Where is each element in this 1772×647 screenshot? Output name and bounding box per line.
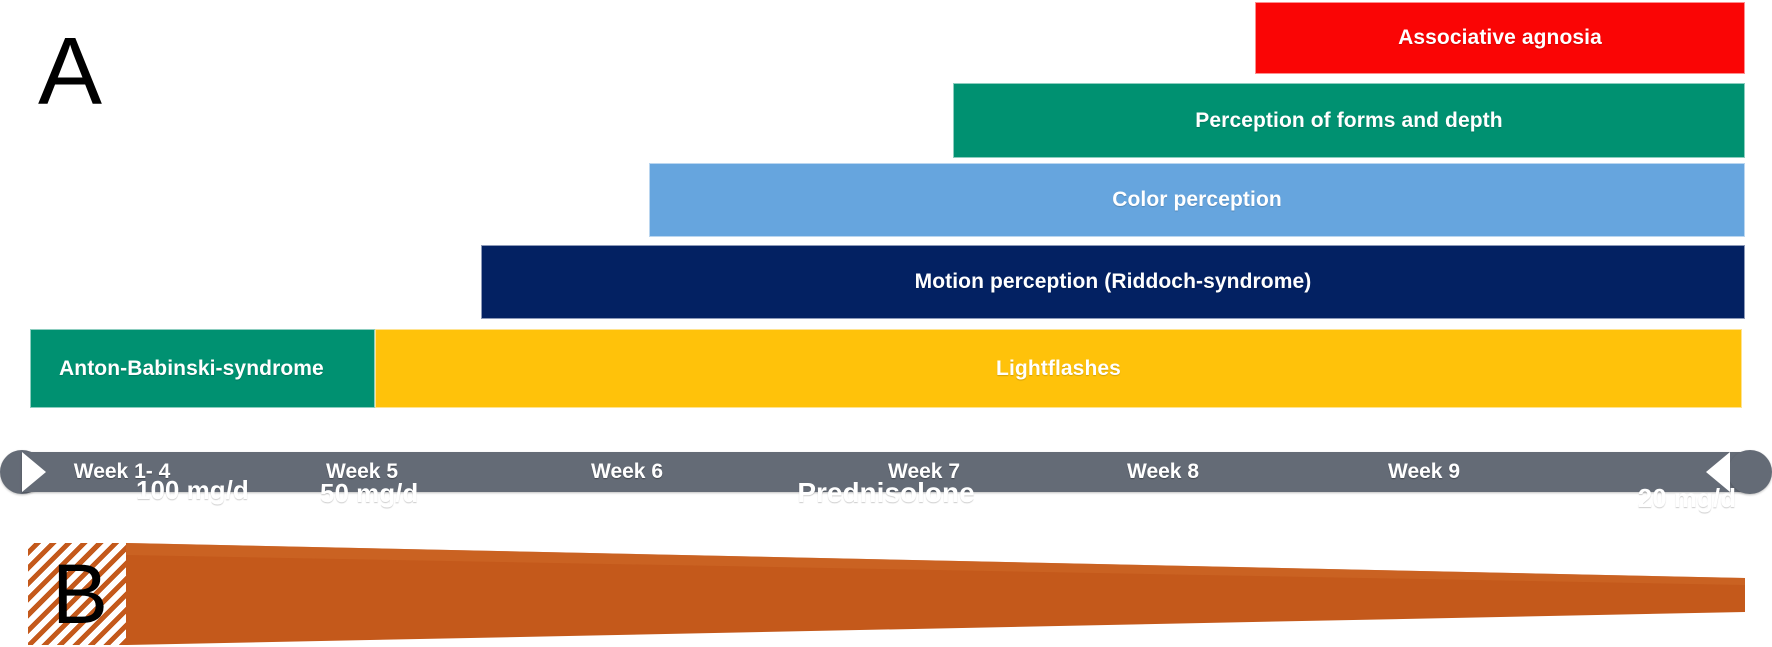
symptom-bar: Anton-Babinski-syndrome [30,329,375,408]
prednisolone-taper-wedge [126,543,1745,645]
panel-label-a: A [38,18,103,125]
treatment-panel [0,535,1772,647]
timeline-cap-right-icon [1728,450,1772,494]
timeline-week-label: Week 9 [1388,460,1460,483]
symptom-bar-label: Perception of forms and depth [1195,108,1503,132]
symptom-bar-label: Associative agnosia [1398,26,1602,49]
symptom-bar-label: Color perception [1112,188,1282,211]
symptom-bar-label: Motion perception (Riddoch-syndrome) [914,270,1312,293]
symptom-bar: Associative agnosia [1255,2,1745,74]
panel-label-b: B [52,547,109,641]
timeline-bar [22,452,1750,492]
drug-name-label: Prednisolone [797,477,975,508]
timeline-week-label: Week 8 [1127,460,1199,483]
symptom-bar: Lightflashes [375,329,1742,408]
timeline-week-label: Week 5 [326,460,398,483]
timeline-week-label: Week 1- 4 [73,460,171,483]
timeline-axis: Week 1- 4 Week 5 Week 6 Week 7 Week 8 Week 9 [0,450,1772,496]
timeline-arrow-left-icon [22,452,46,492]
dose-label-end: 20 mg/d [1637,483,1736,513]
timeline-week-label: Week 6 [591,460,663,483]
symptom-bar-label: Lightflashes [996,356,1121,380]
symptom-bar: Color perception [649,163,1745,237]
timeline-arrow-right-icon [1706,452,1730,492]
symptom-bar: Perception of forms and depth [953,83,1745,158]
symptom-bar: Motion perception (Riddoch-syndrome) [481,245,1745,319]
symptom-bar-label: Anton-Babinski-syndrome [59,356,324,380]
prednisolone-hatched-segment [28,543,126,645]
dose-label-start: 100 mg/d [136,475,249,505]
timeline-week-label: Week 7 [888,460,960,483]
dose-label-mid: 50 mg/d [320,478,419,508]
